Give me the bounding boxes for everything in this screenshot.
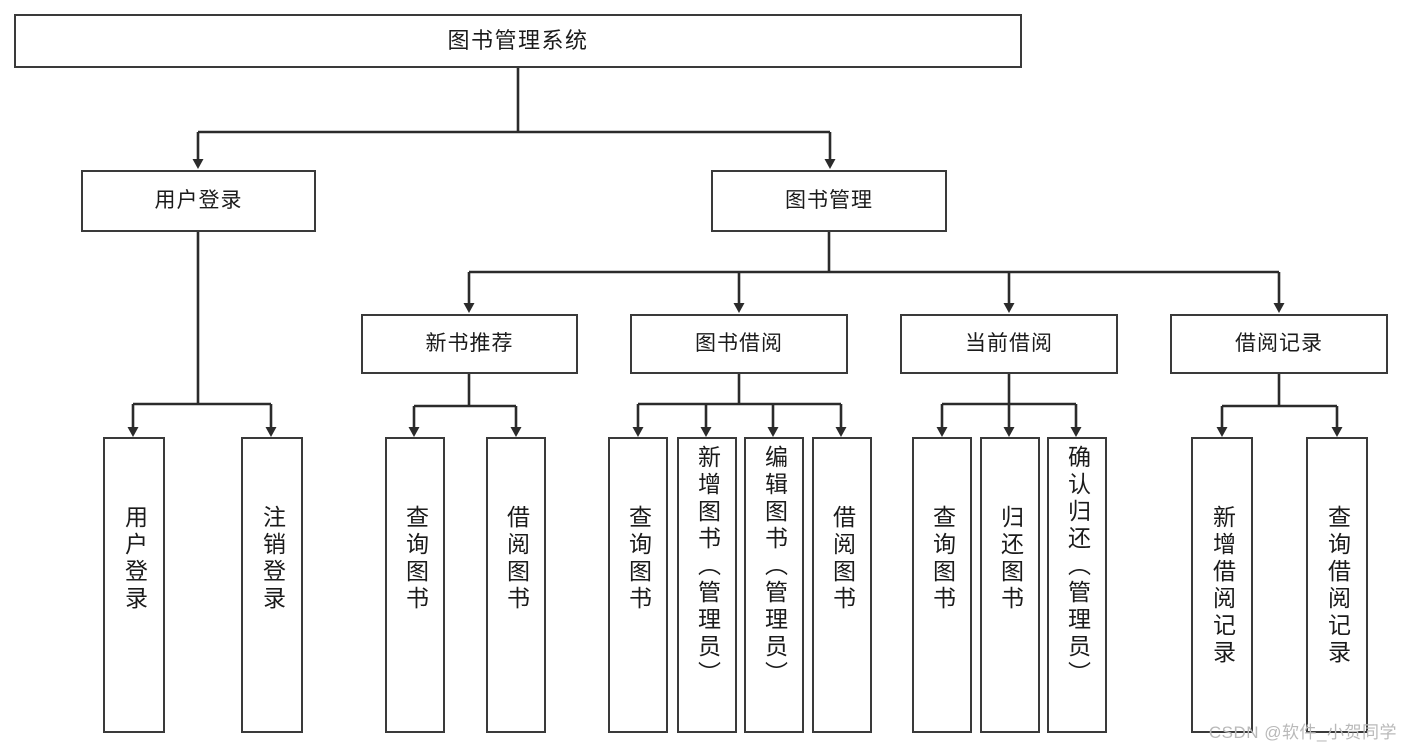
- node-label: 当前借阅: [965, 332, 1053, 356]
- node-label: 归还图书: [997, 505, 1024, 613]
- node-label: 图书管理: [785, 189, 873, 213]
- node-label: 借阅图书: [503, 505, 530, 613]
- node-label: 新书推荐: [425, 332, 514, 356]
- node-label: 借阅图书: [829, 505, 856, 613]
- leaf-add-book[interactable]: 新增图书（管理员）: [677, 437, 737, 733]
- leaf-query-book-3[interactable]: 查询图书: [912, 437, 972, 733]
- leaf-borrow-book-2[interactable]: 借阅图书: [812, 437, 872, 733]
- node-book-manage[interactable]: 图书管理: [711, 170, 947, 232]
- leaf-query-book-1[interactable]: 查询图书: [385, 437, 445, 733]
- leaf-logout[interactable]: 注销登录: [241, 437, 303, 733]
- leaf-borrow-book-1[interactable]: 借阅图书: [486, 437, 546, 733]
- leaf-query-record[interactable]: 查询借阅记录: [1306, 437, 1368, 733]
- node-label: 用户登录: [121, 505, 148, 613]
- node-label: 确认归还（管理员）: [1064, 445, 1091, 688]
- node-label: 注销登录: [259, 505, 286, 613]
- node-label: 图书借阅: [695, 332, 783, 356]
- node-root-system[interactable]: 图书管理系统: [14, 14, 1022, 68]
- node-new-book-rec[interactable]: 新书推荐: [361, 314, 578, 374]
- node-label: 查询图书: [402, 505, 429, 613]
- node-book-borrow[interactable]: 图书借阅: [630, 314, 848, 374]
- node-label: 新增图书（管理员）: [694, 445, 721, 688]
- node-user-login[interactable]: 用户登录: [81, 170, 316, 232]
- node-current-borrow[interactable]: 当前借阅: [900, 314, 1118, 374]
- node-label: 查询图书: [929, 505, 956, 613]
- node-label: 新增借阅记录: [1209, 505, 1236, 667]
- node-label: 查询图书: [625, 505, 652, 613]
- leaf-user-login[interactable]: 用户登录: [103, 437, 165, 733]
- leaf-confirm-return[interactable]: 确认归还（管理员）: [1047, 437, 1107, 733]
- leaf-edit-book[interactable]: 编辑图书（管理员）: [744, 437, 804, 733]
- node-label: 编辑图书（管理员）: [761, 445, 788, 688]
- node-label: 用户登录: [154, 189, 243, 213]
- watermark: CSDN @软件_小贺同学: [1208, 723, 1397, 742]
- node-borrow-record[interactable]: 借阅记录: [1170, 314, 1388, 374]
- node-label: 借阅记录: [1235, 332, 1323, 356]
- leaf-add-record[interactable]: 新增借阅记录: [1191, 437, 1253, 733]
- node-label: 查询借阅记录: [1324, 505, 1351, 667]
- leaf-return-book[interactable]: 归还图书: [980, 437, 1040, 733]
- node-label: 图书管理系统: [447, 27, 589, 53]
- leaf-query-book-2[interactable]: 查询图书: [608, 437, 668, 733]
